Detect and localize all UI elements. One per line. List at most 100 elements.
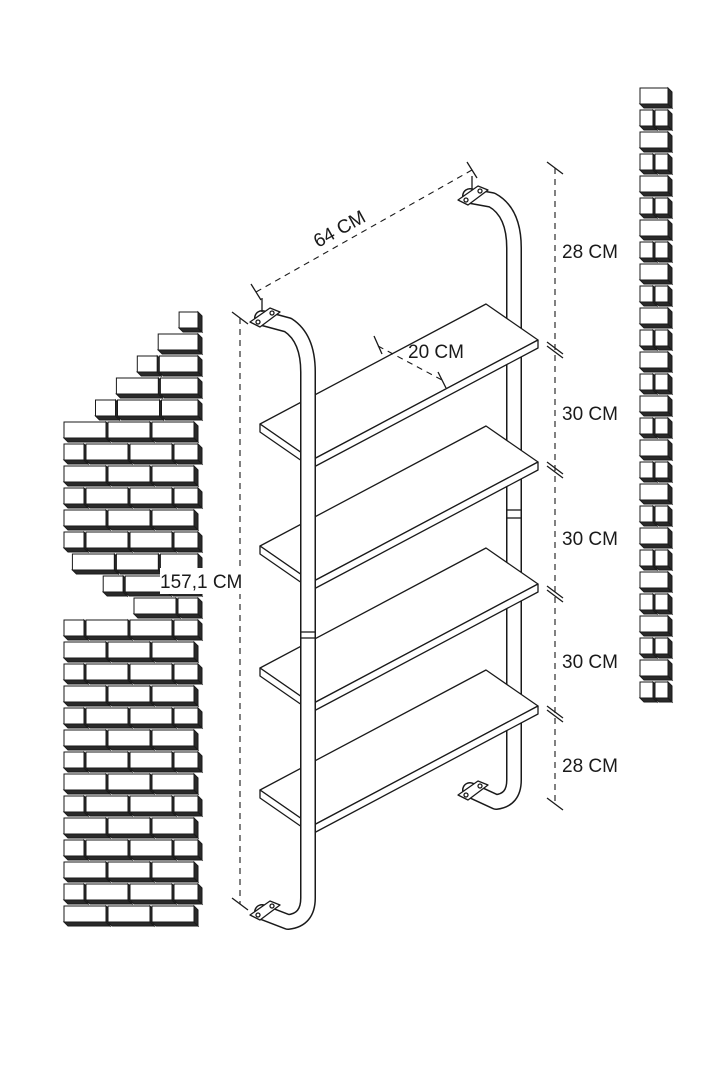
brick — [63, 773, 107, 791]
brick-shadow — [106, 877, 156, 883]
brick-shadow — [638, 235, 674, 241]
brick-shadow — [197, 662, 203, 686]
brick-shadow — [197, 882, 203, 906]
shelf-2 — [259, 425, 539, 591]
brick — [107, 509, 151, 527]
mount-bracket-bottom-front — [249, 900, 281, 921]
brick-shadow — [84, 723, 134, 729]
brick-shadow — [128, 811, 178, 817]
brick — [85, 795, 129, 813]
brick-shadow — [150, 701, 200, 707]
brick — [639, 593, 654, 611]
brick — [129, 883, 173, 901]
brick-shadow — [62, 481, 112, 487]
shelves — [259, 303, 539, 835]
brick-shadow — [667, 636, 673, 660]
brick-shadow — [197, 596, 203, 620]
brick — [639, 417, 654, 435]
brick-shadow — [172, 547, 204, 553]
brick-shadow — [106, 481, 156, 487]
brick-shadow — [667, 372, 673, 396]
brick — [654, 197, 669, 215]
brick-shadow — [84, 767, 134, 773]
brick-shadow — [106, 789, 156, 795]
brick-shadow — [128, 459, 178, 465]
brick-shadow — [62, 525, 112, 531]
brick-shadow — [638, 631, 674, 637]
brick-shadow — [638, 323, 674, 329]
brick-shadow — [667, 174, 673, 198]
brick-shadow — [197, 442, 203, 466]
brick — [151, 509, 195, 527]
brick-shadow — [667, 328, 673, 352]
brick — [639, 373, 654, 391]
brick-shadow — [197, 706, 203, 730]
brick-shadow — [638, 499, 674, 505]
brick — [654, 593, 669, 611]
brick-shadow — [197, 376, 203, 400]
brick — [85, 619, 129, 637]
brick — [129, 487, 173, 505]
brick-shadow — [172, 503, 204, 509]
brick — [102, 575, 124, 593]
brick — [151, 465, 195, 483]
brick-shadow — [667, 482, 673, 506]
brick-shadow — [128, 855, 178, 861]
brick — [639, 615, 669, 633]
brick — [85, 487, 129, 505]
brick-shadow — [160, 415, 204, 421]
brick-shadow — [84, 899, 134, 905]
brick — [639, 87, 669, 105]
brick — [63, 641, 107, 659]
brick — [151, 641, 195, 659]
brick — [107, 729, 151, 747]
brick — [129, 663, 173, 681]
brick — [115, 377, 159, 395]
brick — [85, 883, 129, 901]
brick — [107, 421, 151, 439]
brick — [639, 659, 669, 677]
brick — [115, 553, 159, 571]
brick-shadow — [106, 437, 156, 443]
brick — [129, 619, 173, 637]
brick-shadow — [667, 108, 673, 132]
brick — [117, 399, 160, 417]
brick-shadow — [172, 855, 204, 861]
brick — [639, 505, 654, 523]
brick-shadow — [150, 657, 200, 663]
brick — [173, 707, 199, 725]
brick — [639, 549, 654, 567]
brick-shadow — [128, 635, 178, 641]
brick-shadow — [193, 420, 199, 444]
brick-shadow — [638, 367, 674, 373]
brick — [158, 355, 199, 373]
brick — [177, 597, 199, 615]
brick — [63, 729, 107, 747]
front-pipe — [254, 310, 316, 930]
brick — [639, 439, 669, 457]
brick — [173, 531, 199, 549]
brick-shadow — [197, 486, 203, 510]
brick-shadow — [667, 438, 673, 462]
brick-shadow — [667, 262, 673, 286]
brick — [639, 351, 669, 369]
brick-shadow — [667, 86, 673, 110]
spacing-label-4: 30 CM — [562, 652, 618, 673]
brick — [63, 421, 107, 439]
brick — [63, 685, 107, 703]
brick — [63, 663, 85, 681]
brick — [63, 839, 85, 857]
brick-shadow — [150, 745, 200, 751]
brick-shadow — [106, 657, 156, 663]
brick-shadow — [128, 767, 178, 773]
brick — [157, 333, 199, 351]
brick — [151, 685, 195, 703]
brick-shadow — [667, 416, 673, 440]
brick-shadow — [197, 310, 203, 334]
brick — [639, 241, 654, 259]
brick-shadow — [150, 481, 200, 487]
brick — [639, 285, 654, 303]
brick-shadow — [62, 877, 112, 883]
brick — [63, 509, 107, 527]
